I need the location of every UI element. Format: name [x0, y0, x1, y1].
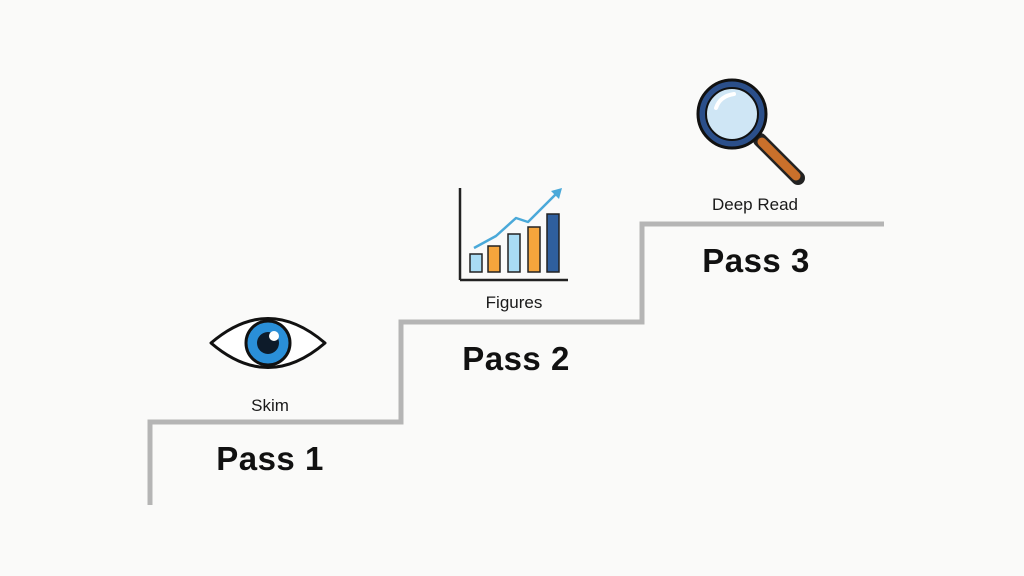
- step-2-caption: Figures: [485, 293, 543, 312]
- step-3-title: Pass 3: [702, 242, 810, 279]
- magnifier-icon: [696, 78, 805, 185]
- bar-chart-icon: [458, 188, 568, 282]
- eye-icon: [209, 317, 327, 369]
- step-1-caption: Skim: [251, 396, 289, 415]
- step-2-title: Pass 2: [462, 340, 570, 377]
- step-3-caption: Deep Read: [711, 195, 798, 214]
- step-1-title: Pass 1: [216, 440, 324, 477]
